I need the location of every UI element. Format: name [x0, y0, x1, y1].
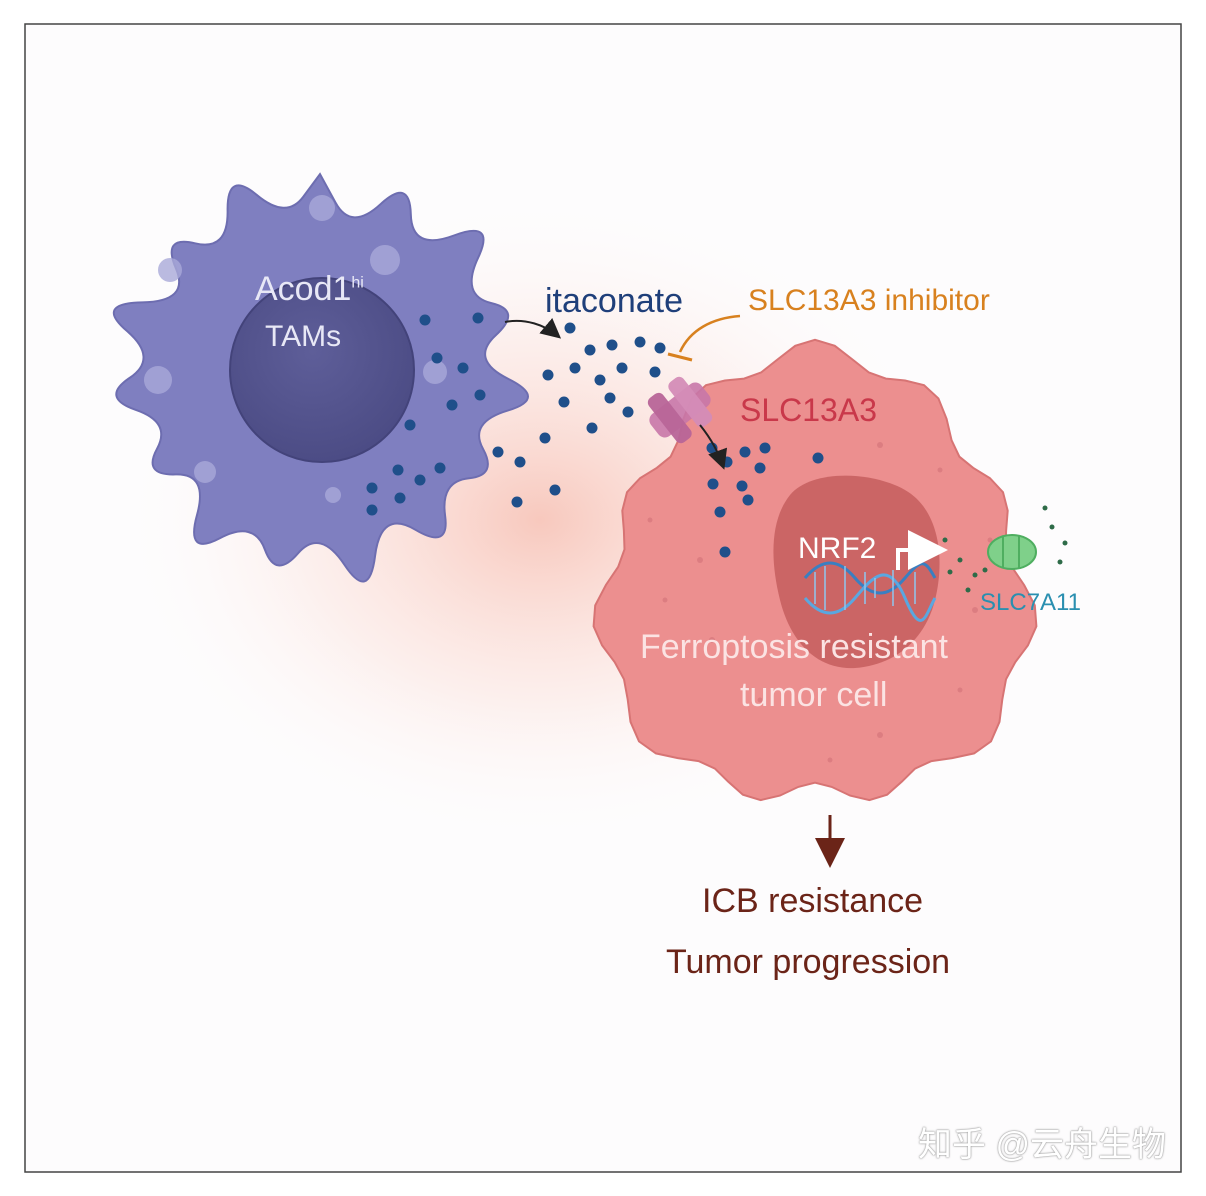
- itaconate-dot: [754, 462, 766, 474]
- itaconate-dot: [606, 339, 618, 351]
- itaconate-dot: [394, 492, 406, 504]
- itaconate-dot: [474, 389, 486, 401]
- cystine-dot: [982, 567, 988, 573]
- itaconate-dot: [707, 478, 719, 490]
- tam-vesicle: [423, 360, 447, 384]
- cystine-dot: [942, 537, 948, 543]
- itaconate-dot: [604, 392, 616, 404]
- itaconate-dot: [622, 406, 634, 418]
- itaconate-dot: [549, 484, 561, 496]
- itaconate-dot: [392, 464, 404, 476]
- cystine-dot: [1057, 559, 1063, 565]
- itaconate-dot: [742, 494, 754, 506]
- itaconate-dot: [366, 482, 378, 494]
- tam-subtitle: TAMs: [265, 320, 342, 353]
- itaconate-dot: [414, 474, 426, 486]
- tumor-label-line1: Ferroptosis resistant: [640, 628, 948, 666]
- itaconate-dot: [434, 462, 446, 474]
- itaconate-dot: [564, 322, 576, 334]
- inhibitor-line: [678, 314, 741, 353]
- itaconate-dot: [457, 362, 469, 374]
- itaconate-dot: [616, 362, 628, 374]
- tumor-speckles: [647, 442, 993, 763]
- tam-vesicle: [194, 461, 216, 483]
- slc7a11-protein: [987, 534, 1037, 570]
- itaconate-dot: [404, 419, 416, 431]
- itaconate-dot: [446, 399, 458, 411]
- itaconate-dot: [812, 452, 824, 464]
- tam-superscript: hi: [351, 274, 364, 292]
- nrf2-label: NRF2: [798, 532, 877, 565]
- itaconate-dot: [719, 546, 731, 558]
- tumor-nucleus: [773, 475, 940, 669]
- itaconate-dot: [584, 344, 596, 356]
- outcome-icb: ICB resistance: [702, 882, 924, 920]
- transporter-label: SLC13A3: [740, 392, 877, 428]
- tam-name: Acod1: [255, 270, 352, 308]
- itaconate-dot: [366, 504, 378, 516]
- tumor-label-line2: tumor cell: [740, 676, 888, 714]
- uptake-arrow: [699, 424, 728, 470]
- itaconate-dot: [558, 396, 570, 408]
- itaconate-dot: [511, 496, 523, 508]
- itaconate-dot: [586, 422, 598, 434]
- cystine-dot: [947, 569, 953, 575]
- tam-vesicle: [325, 487, 341, 503]
- watermark: 知乎 @云舟生物: [918, 1126, 1166, 1164]
- itaconate-label: itaconate: [545, 282, 683, 320]
- cystine-dot: [1049, 524, 1055, 530]
- cystine-dots: [942, 505, 1068, 593]
- outcome-progression: Tumor progression: [666, 943, 951, 981]
- itaconate-dot: [472, 312, 484, 324]
- tam-vesicle: [309, 195, 335, 221]
- itaconate-dot: [654, 342, 666, 354]
- itaconate-dot: [539, 432, 551, 444]
- itaconate-dot: [569, 362, 581, 374]
- itaconate-dot: [514, 456, 526, 468]
- itaconate-dot: [739, 446, 751, 458]
- slc13a3-transporter: [647, 376, 713, 444]
- cystine-dot: [965, 587, 971, 593]
- itaconate-dot: [714, 506, 726, 518]
- inhibitor-bar: [667, 352, 693, 362]
- tam-nucleus: [229, 277, 415, 463]
- itaconate-dot: [431, 352, 443, 364]
- cystine-dot: [1042, 505, 1048, 511]
- slc7a11-label: SLC7A11: [980, 589, 1081, 616]
- cystine-dot: [972, 572, 978, 578]
- tam-vesicle: [144, 366, 172, 394]
- itaconate-dot: [634, 336, 646, 348]
- itaconate-dot: [594, 374, 606, 386]
- cystine-dot: [957, 557, 963, 563]
- secretion-arrow: [504, 318, 562, 339]
- tam-vesicle: [370, 245, 400, 275]
- itaconate-dot: [736, 480, 748, 492]
- itaconate-dot: [649, 366, 661, 378]
- tam-vesicle: [158, 258, 182, 282]
- inhibitor-label: SLC13A3 inhibitor: [748, 284, 990, 317]
- cystine-dot: [1062, 540, 1068, 546]
- tam-label: Acod1hi: [255, 272, 364, 306]
- itaconate-dot: [492, 446, 504, 458]
- itaconate-dot: [759, 442, 771, 454]
- itaconate-dot: [542, 369, 554, 381]
- itaconate-dot: [419, 314, 431, 326]
- transcription-arrow: [896, 530, 948, 570]
